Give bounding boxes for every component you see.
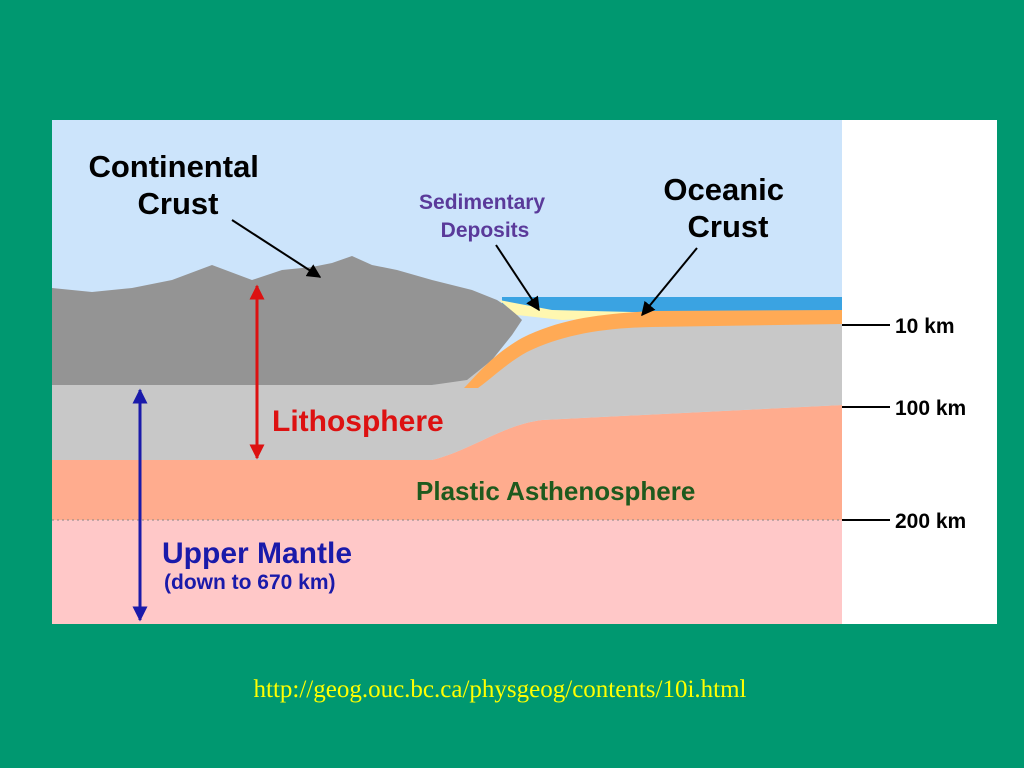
source-url: http://geog.ouc.bc.ca/physgeog/contents/… [253,676,747,703]
depth-label-100-km: 100 km [895,397,966,420]
continental-crust-arrow [231,219,322,278]
oceanic-crust-arrow [641,247,698,317]
asthenosphere-layer [52,405,842,520]
depth-label-10-km: 10 km [895,315,955,338]
depth-label-200-km: 200 km [895,510,966,533]
lithosphere-label: Lithosphere [272,405,444,438]
plastic-asthenosphere-label: Plastic Asthenosphere [416,476,695,506]
sediment-deposits [499,300,632,320]
upper-mantle-label: Upper Mantle [162,537,352,570]
oceanic-crust-label-line1: Oceanic [663,172,784,207]
continental-crust-label-line2: Crust [138,186,219,221]
diagram-canvas: Continental Crust Sedimentary Deposits O… [52,120,966,624]
sedimentary-deposits-label-line1: Sedimentary [419,191,545,214]
upper-mantle-layer [52,520,842,624]
svg-text:Oceanic Crust: Oceanic Crust [663,172,792,244]
sedimentary-deposits-label-line2: Deposits [441,219,530,242]
ocean-water [502,297,842,312]
crust-layers-diagram: Continental Crust Sedimentary Deposits O… [52,120,997,624]
continental-crust [52,256,522,385]
oceanic-crust [464,310,842,388]
upper-mantle-note: (down to 670 km) [164,571,336,594]
oceanic-crust-label-line2: Crust [688,209,769,244]
sedimentary-deposits-arrow [495,244,540,312]
svg-text:Continental Crust: Continental Crust [88,149,267,221]
continental-crust-label-line1: Continental [88,149,259,184]
svg-text:Sedimentary Deposits: Sedimentary Deposits [419,191,551,242]
